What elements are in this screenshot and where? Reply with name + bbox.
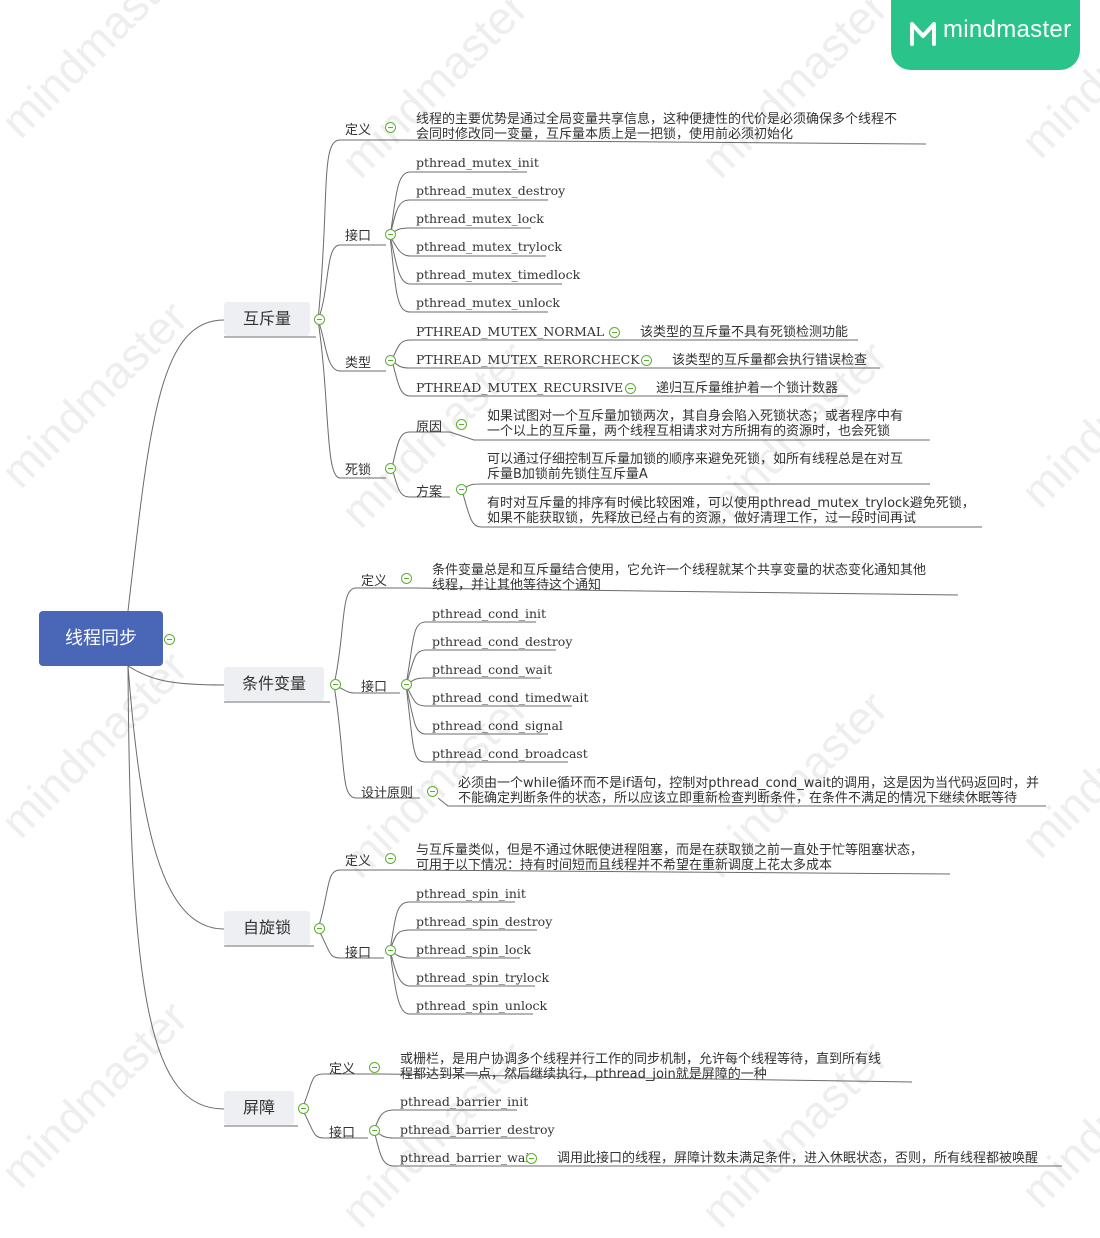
plan2-line1: 有时对互斥量的排序有时候比较困难，可以使用pthread_mutex_trylo…: [487, 496, 975, 511]
type-desc: 该类型的互斥量不具有死锁检测功能: [640, 325, 849, 340]
mutex-def-line2: 会同时修改同一变量，互斥量本质上是一把锁，使用前必须初始化: [416, 127, 794, 142]
mutex-def-line1: 线程的主要优势是通过全局变量共享信息，这种便捷性的代价是必须确保多个线程不: [416, 112, 898, 127]
api-item[interactable]: pthread_cond_destroy: [432, 634, 573, 649]
collapse-toggle-icon[interactable]: [164, 634, 175, 645]
topic-mutex[interactable]: 互斥量: [224, 302, 310, 336]
collapse-toggle-icon[interactable]: [385, 229, 396, 240]
cond-def-label[interactable]: 定义: [361, 574, 388, 589]
collapse-toggle-icon[interactable]: [401, 679, 412, 690]
api-item[interactable]: pthread_barrier_wait: [400, 1150, 535, 1165]
collapse-toggle-icon[interactable]: [456, 484, 467, 495]
collapse-toggle-icon[interactable]: [330, 679, 341, 690]
api-item[interactable]: pthread_mutex_init: [416, 155, 539, 170]
collapse-toggle-icon[interactable]: [385, 122, 396, 133]
api-item[interactable]: pthread_cond_broadcast: [432, 746, 588, 761]
collapse-toggle-icon[interactable]: [427, 786, 438, 797]
cond-api-label[interactable]: 接口: [361, 680, 388, 695]
collapse-toggle-icon[interactable]: [401, 573, 412, 584]
spin-def-line1: 与互斥量类似，但是不通过休眠使进程阻塞，而是在获取锁之前一直处于忙等阻塞状态，: [416, 843, 924, 858]
plan1-line2: 斥量B加锁前先锁住互斥量A: [487, 467, 648, 482]
mindmaster-logo-icon: [910, 22, 936, 46]
api-item[interactable]: pthread_spin_destroy: [416, 914, 553, 929]
type-desc: 该类型的互斥量都会执行错误检查: [672, 353, 868, 368]
api-item[interactable]: pthread_spin_lock: [416, 942, 531, 957]
mindmap-connectors: [127, 139, 1062, 1167]
api-item[interactable]: pthread_cond_wait: [432, 662, 553, 677]
api-item[interactable]: pthread_mutex_timedlock: [416, 267, 581, 282]
api-item[interactable]: pthread_spin_unlock: [416, 998, 548, 1013]
topic-barrier[interactable]: 屏障: [224, 1091, 294, 1125]
cause-line1: 如果试图对一个互斥量加锁两次，其自身会陷入死锁状态；或者程序中有: [487, 409, 904, 424]
api-item[interactable]: pthread_mutex_lock: [416, 211, 544, 226]
mindmaster-brand-badge[interactable]: mindmaster: [891, 0, 1080, 70]
collapse-toggle-icon[interactable]: [385, 853, 396, 864]
design-line2: 不能确定判断条件的状态，所以应该立即重新检查判断条件，在条件不满足的情况下继续休…: [458, 791, 1018, 806]
api-item[interactable]: pthread_cond_timedwait: [432, 690, 589, 705]
api-item[interactable]: pthread_barrier_destroy: [400, 1122, 555, 1137]
mutex-type-label[interactable]: 类型: [345, 356, 372, 371]
api-item[interactable]: pthread_cond_signal: [432, 718, 563, 733]
collapse-toggle-icon[interactable]: [314, 923, 325, 934]
barrier-api-label[interactable]: 接口: [329, 1126, 356, 1141]
api-item[interactable]: pthread_spin_init: [416, 886, 526, 901]
collapse-toggle-icon[interactable]: [314, 314, 325, 325]
barrier-def-label[interactable]: 定义: [329, 1062, 356, 1077]
api-item[interactable]: pthread_mutex_destroy: [416, 183, 566, 198]
mutex-def-label[interactable]: 定义: [345, 123, 372, 138]
collapse-toggle-icon[interactable]: [609, 327, 620, 338]
spin-def-line2: 可用于以下情况：持有时间短而且线程并不希望在重新调度上花太多成本: [416, 858, 833, 873]
api-item[interactable]: pthread_cond_init: [432, 606, 547, 621]
brand-name: mindmaster: [943, 16, 1072, 43]
plan2-line2: 如果不能获取锁，先释放已经占有的资源，做好清理工作，过一段时间再试: [487, 511, 917, 526]
cond-def-line1: 条件变量总是和互斥量结合使用，它允许一个线程就某个共享变量的状态变化通知其他: [432, 563, 927, 578]
collapse-toggle-icon[interactable]: [456, 419, 467, 430]
collapse-toggle-icon[interactable]: [369, 1062, 380, 1073]
collapse-toggle-icon[interactable]: [385, 463, 396, 474]
root-topic[interactable]: 线程同步: [39, 611, 163, 666]
collapse-toggle-icon[interactable]: [385, 355, 396, 366]
collapse-toggle-icon[interactable]: [385, 945, 396, 956]
topic-spin[interactable]: 自旋锁: [224, 911, 310, 945]
cond-def-line2: 线程，并让其他等待这个通知: [432, 578, 602, 593]
cond-design-label[interactable]: 设计原则: [361, 786, 414, 801]
barrier-def-line2: 程都达到某一点，然后继续执行，pthread_join就是屏障的一种: [400, 1067, 767, 1082]
collapse-toggle-icon[interactable]: [298, 1103, 309, 1114]
type-name[interactable]: PTHREAD_MUTEX_RERORCHECK: [416, 352, 640, 367]
type-desc: 递归互斥量维护着一个锁计数器: [656, 381, 839, 396]
collapse-toggle-icon[interactable]: [526, 1153, 537, 1164]
barrier-def-line1: 或栅栏，是用户协调多个线程并行工作的同步机制，允许每个线程等待，直到所有线: [400, 1052, 882, 1067]
deadlock-cause-label[interactable]: 原因: [416, 420, 443, 435]
mutex-deadlock-label[interactable]: 死锁: [345, 463, 372, 478]
collapse-toggle-icon[interactable]: [641, 355, 652, 366]
mutex-api-label[interactable]: 接口: [345, 229, 372, 244]
cause-line2: 一个以上的互斥量，两个线程互相请求对方所拥有的资源时，也会死锁: [487, 424, 891, 439]
api-item[interactable]: pthread_mutex_trylock: [416, 239, 562, 254]
spin-api-label[interactable]: 接口: [345, 946, 372, 961]
plan1-line1: 可以通过仔细控制互斥量加锁的顺序来避免死锁，如所有线程总是在对互: [487, 452, 904, 467]
spin-def-label[interactable]: 定义: [345, 854, 372, 869]
deadlock-plan-label[interactable]: 方案: [416, 485, 443, 500]
collapse-toggle-icon[interactable]: [369, 1125, 380, 1136]
api-item[interactable]: pthread_mutex_unlock: [416, 295, 560, 310]
api-item[interactable]: pthread_spin_trylock: [416, 970, 550, 985]
collapse-toggle-icon[interactable]: [625, 383, 636, 394]
barrier-wait-desc: 调用此接口的线程，屏障计数未满足条件，进入休眠状态，否则，所有线程都被唤醒: [557, 1151, 1039, 1166]
type-name[interactable]: PTHREAD_MUTEX_NORMAL: [416, 324, 605, 339]
design-line1: 必须由一个while循环而不是if语句，控制对pthread_cond_wait…: [458, 776, 1040, 791]
api-item[interactable]: pthread_barrier_init: [400, 1094, 529, 1109]
type-name[interactable]: PTHREAD_MUTEX_RECURSIVE: [416, 380, 624, 395]
topic-cond[interactable]: 条件变量: [224, 667, 324, 701]
